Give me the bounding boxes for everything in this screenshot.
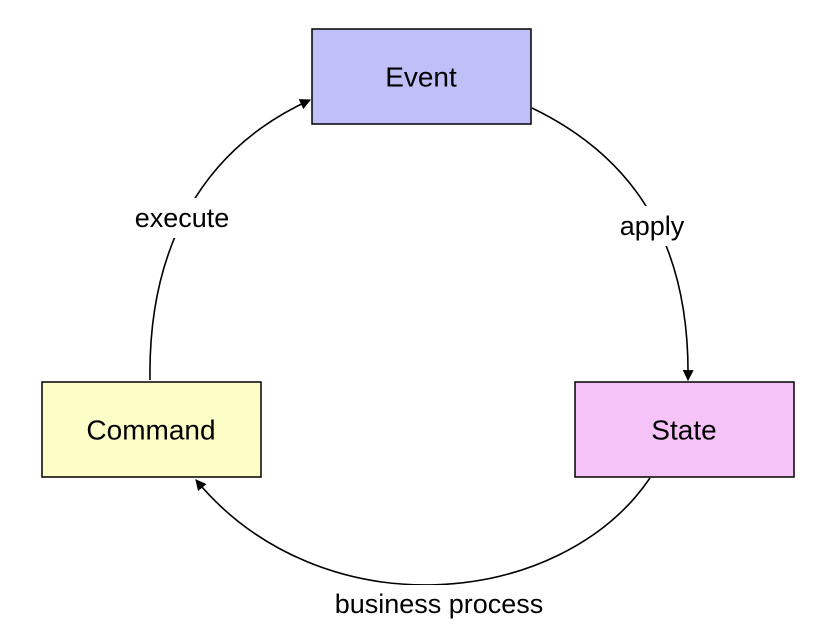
node-event: Event [311, 28, 532, 125]
node-command-box [41, 381, 262, 478]
node-command: Command [41, 381, 262, 478]
edge-label-apply: apply [620, 211, 685, 241]
node-command-label: Command [86, 415, 215, 446]
node-event-label: Event [385, 62, 457, 93]
node-event-box [311, 28, 532, 125]
edge-execute-arrow [149, 99, 312, 381]
edge-business-process-arrow [195, 477, 651, 586]
node-state-box [574, 381, 795, 478]
edge-label-business-process: business process [335, 589, 544, 619]
node-state-label: State [651, 415, 716, 446]
node-state: State [574, 381, 795, 478]
edge-label-execute: execute [135, 203, 230, 233]
